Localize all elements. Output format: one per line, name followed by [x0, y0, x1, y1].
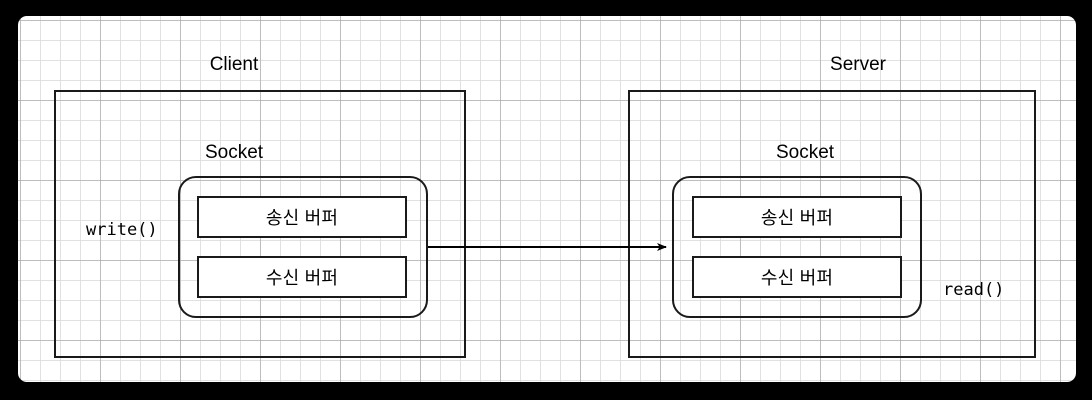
client-socket-container — [178, 176, 428, 318]
server-box — [628, 90, 1036, 358]
diagram-canvas: Client Socket write() 송신 버퍼 수신 버퍼 Server… — [18, 16, 1076, 382]
server-recv-buffer: 수신 버퍼 — [692, 256, 902, 298]
server-title: Server — [830, 54, 886, 75]
client-box — [54, 90, 466, 358]
client-socket-label: Socket — [204, 142, 264, 163]
server-send-buffer: 송신 버퍼 — [692, 196, 902, 238]
client-write-label: write() — [86, 220, 158, 240]
client-send-buffer: 송신 버퍼 — [197, 196, 407, 238]
client-title: Client — [209, 54, 259, 75]
server-socket-container — [672, 176, 922, 318]
server-read-label: read() — [943, 280, 1005, 300]
server-socket-label: Socket — [775, 142, 835, 163]
client-recv-buffer: 수신 버퍼 — [197, 256, 407, 298]
